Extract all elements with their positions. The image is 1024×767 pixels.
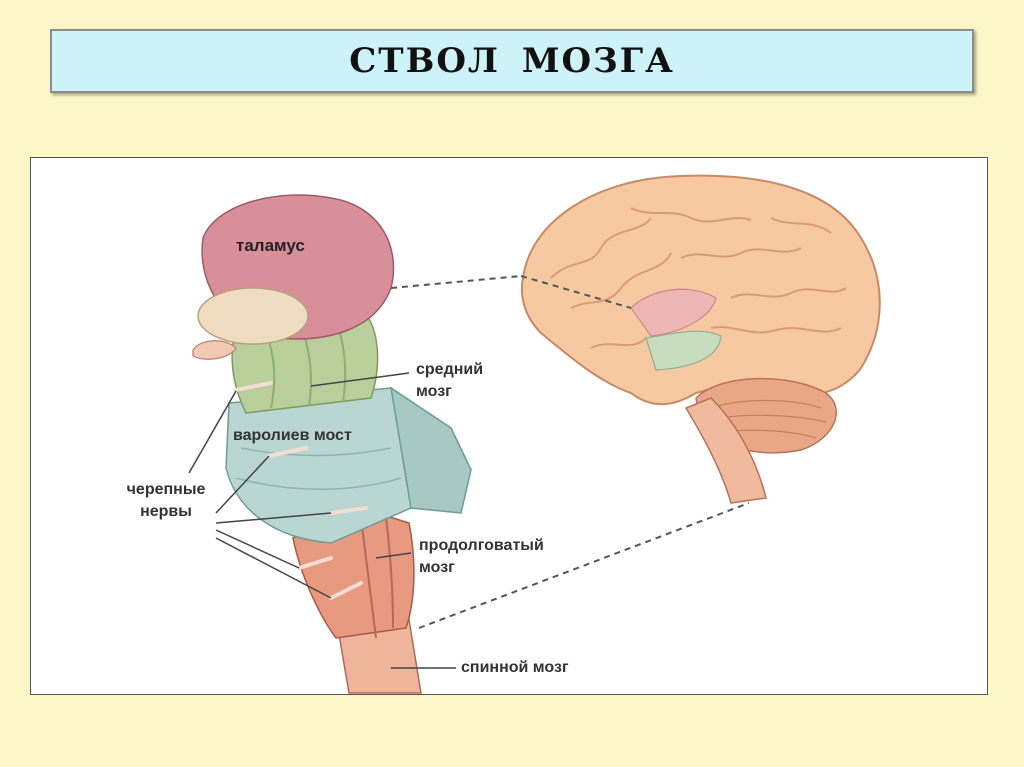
slide-title: СТВОЛ МОЗГА bbox=[349, 41, 675, 81]
label-pons: варолиев мост bbox=[233, 427, 352, 444]
label-thalamus: таламус bbox=[236, 236, 305, 255]
label-midbrain-2: мозг bbox=[416, 383, 452, 400]
diagram-panel: таламус средний мозг варолиев мост череп… bbox=[30, 157, 988, 695]
label-medulla-2: мозг bbox=[419, 559, 455, 576]
label-cranial-nerves-1: черепные bbox=[126, 481, 206, 498]
label-midbrain-1: средний bbox=[416, 361, 484, 378]
pointer-lines bbox=[188, 372, 456, 669]
cranial-nerves bbox=[234, 381, 368, 600]
connector-lines bbox=[390, 275, 750, 629]
label-spinal-cord: спинной мозг bbox=[461, 659, 569, 676]
cerebrum bbox=[521, 174, 881, 406]
label-cranial-nerves-2: нервы bbox=[140, 503, 192, 520]
label-medulla-1: продолговатый bbox=[419, 537, 544, 554]
brainstem-illustration bbox=[188, 174, 881, 694]
brain-midbrain-region bbox=[645, 330, 722, 371]
brain-stem-small bbox=[684, 397, 767, 504]
brain-thalamus-region bbox=[630, 288, 717, 337]
cortex-gyri bbox=[550, 207, 847, 349]
title-bar: СТВОЛ МОЗГА bbox=[50, 29, 974, 93]
thalamus-cut-section bbox=[197, 287, 309, 345]
